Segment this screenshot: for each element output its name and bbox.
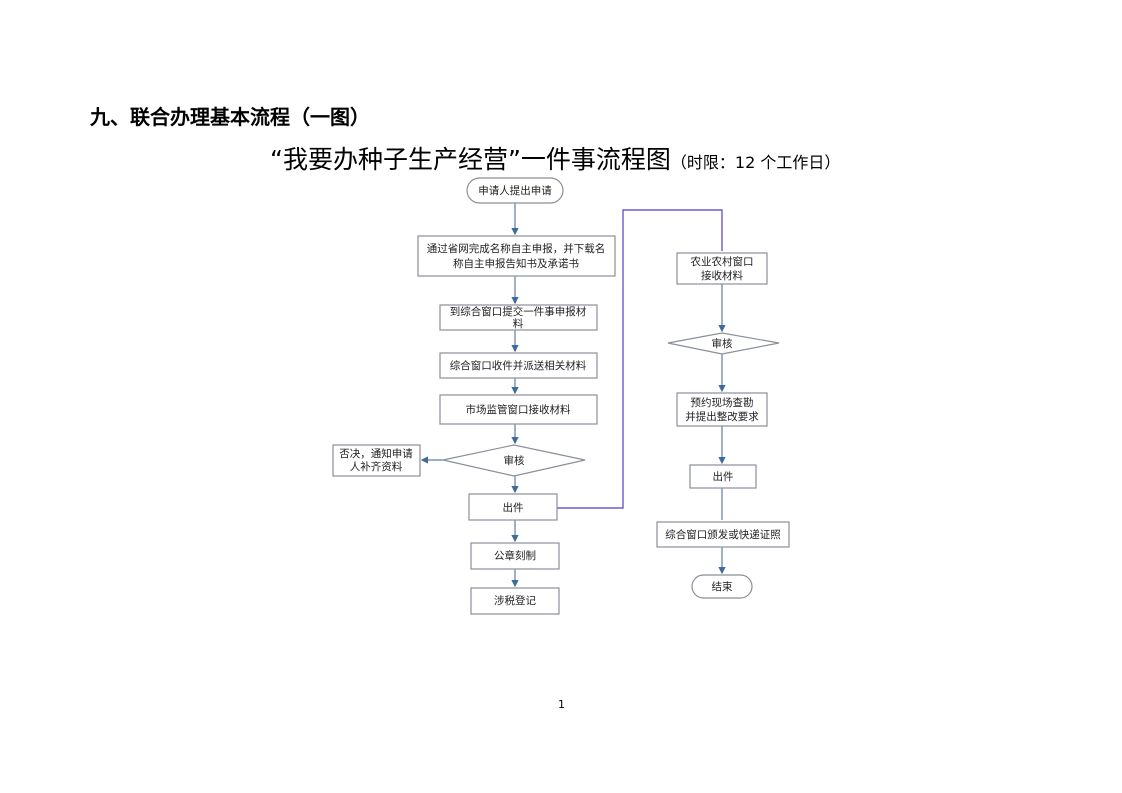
flowchart-title: “我要办种子生产经营”一件事流程图（时限：12 个工作日） (270, 140, 840, 176)
node-online-declaration: 通过省网完成名称自主申报，并下载名 称自主申报告知书及承诺书 (417, 235, 616, 277)
label: 综合窗口颁发或快递证照 (665, 528, 781, 541)
label: 涉税登记 (494, 594, 536, 607)
label-line1: 到综合窗口提交一件事申报材 (450, 305, 587, 318)
label: 审核 (504, 454, 525, 467)
label: 结束 (712, 580, 733, 593)
label-line2: 并提出整改要求 (685, 410, 759, 423)
node-market-receive: 市场监管窗口接收材料 (439, 394, 598, 425)
node-dispatch-materials: 综合窗口收件并派送相关材料 (439, 352, 598, 379)
label: 审核 (712, 337, 733, 350)
label: 综合窗口收件并派送相关材料 (450, 359, 587, 372)
node-reject: 否决，通知申请 人补齐资料 (332, 444, 421, 477)
label: 出件 (503, 501, 524, 514)
node-issue-right: 出件 (689, 464, 757, 489)
label-line2: 料 (513, 317, 524, 330)
label-line2: 接收材料 (701, 269, 743, 282)
node-start: 申请人提出申请 (466, 177, 564, 204)
node-end: 结束 (691, 574, 753, 599)
label: 市场监管窗口接收材料 (466, 403, 571, 416)
label-line2: 人补齐资料 (350, 460, 403, 473)
time-limit-note: （时限：12 个工作日） (670, 153, 841, 172)
node-start-label: 申请人提出申请 (478, 184, 552, 197)
connectors (420, 203, 726, 588)
label: 出件 (713, 470, 734, 483)
node-tax: 涉税登记 (470, 587, 560, 615)
label-line1: 否决，通知申请 (339, 447, 413, 460)
page-number: 1 (558, 698, 565, 711)
node-review-left: 审核 (442, 444, 586, 477)
flowchart-title-main: “我要办种子生产经营”一件事流程图 (270, 145, 671, 174)
label-line1: 通过省网完成名称自主申报，并下载名 (427, 242, 606, 255)
label-line1: 预约现场查勘 (691, 396, 754, 409)
node-deliver-license: 综合窗口颁发或快递证照 (656, 521, 790, 548)
node-inspection: 预约现场查勘 并提出整改要求 (676, 392, 768, 427)
node-agri-receive: 农业农村窗口 接收材料 (676, 252, 768, 285)
section-heading: 九、联合办理基本流程（一图） (90, 105, 370, 129)
node-seal: 公章刻制 (470, 542, 560, 570)
node-submit-materials: 到综合窗口提交一件事申报材 料 (439, 304, 598, 331)
node-issue-left: 出件 (468, 493, 558, 521)
label: 公章刻制 (494, 549, 536, 562)
node-review-right: 审核 (667, 332, 780, 355)
label-line2: 称自主申报告知书及承诺书 (453, 257, 579, 270)
label-line1: 农业农村窗口 (691, 255, 754, 268)
